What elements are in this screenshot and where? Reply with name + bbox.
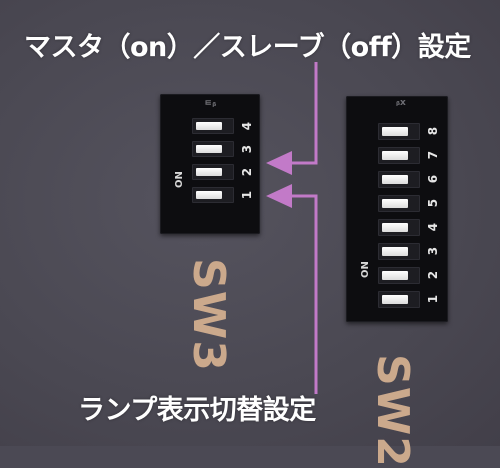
arrow-left-icon	[266, 151, 292, 175]
switch-6[interactable]: 6	[378, 171, 440, 188]
switch-knob[interactable]	[382, 223, 408, 232]
switch-list: 8 7 6 5 4 3 2 1	[378, 123, 440, 308]
switch-1[interactable]: 1	[192, 187, 254, 203]
dip-switch-sw3: ㅌᵦ ON 4 3 2 1	[160, 94, 260, 234]
switch-knob[interactable]	[382, 271, 408, 280]
switch-knob[interactable]	[382, 127, 408, 136]
switch-knob[interactable]	[382, 151, 408, 160]
switch-7[interactable]: 7	[378, 147, 440, 164]
switch-knob[interactable]	[196, 168, 222, 176]
dip-logo: ᵦx	[396, 98, 406, 108]
switch-2[interactable]: 2	[378, 267, 440, 284]
pointer-lines	[266, 62, 318, 394]
switch-knob[interactable]	[382, 247, 408, 256]
switch-knob[interactable]	[196, 145, 222, 153]
switch-knob[interactable]	[382, 199, 408, 208]
switch-3[interactable]: 3	[378, 243, 440, 260]
dip-logo: ㅌᵦ	[204, 99, 217, 109]
switch-knob[interactable]	[196, 191, 222, 199]
switch-4[interactable]: 4	[192, 118, 254, 134]
switch-knob[interactable]	[382, 175, 408, 184]
lamp-display-caption: ランプ表示切替設定	[78, 395, 316, 426]
switch-2[interactable]: 2	[192, 164, 254, 180]
dip-switch-sw2: ᵦx ON 8 7 6 5 4 3 2 1	[346, 96, 448, 322]
switch-1[interactable]: 1	[378, 291, 440, 308]
arrow-left-icon	[266, 184, 292, 208]
switch-knob[interactable]	[382, 295, 408, 304]
lamp-pointer-line	[290, 194, 318, 394]
master-slave-pointer-line	[290, 62, 318, 165]
switch-knob[interactable]	[196, 122, 222, 130]
switch-3[interactable]: 3	[192, 141, 254, 157]
switch-8[interactable]: 8	[378, 123, 440, 140]
switch-5[interactable]: 5	[378, 195, 440, 212]
master-slave-caption: マスタ（on）／スレーブ（off）設定	[24, 32, 471, 63]
switch-list: 4 3 2 1	[192, 118, 254, 203]
switch-4[interactable]: 4	[378, 219, 440, 236]
